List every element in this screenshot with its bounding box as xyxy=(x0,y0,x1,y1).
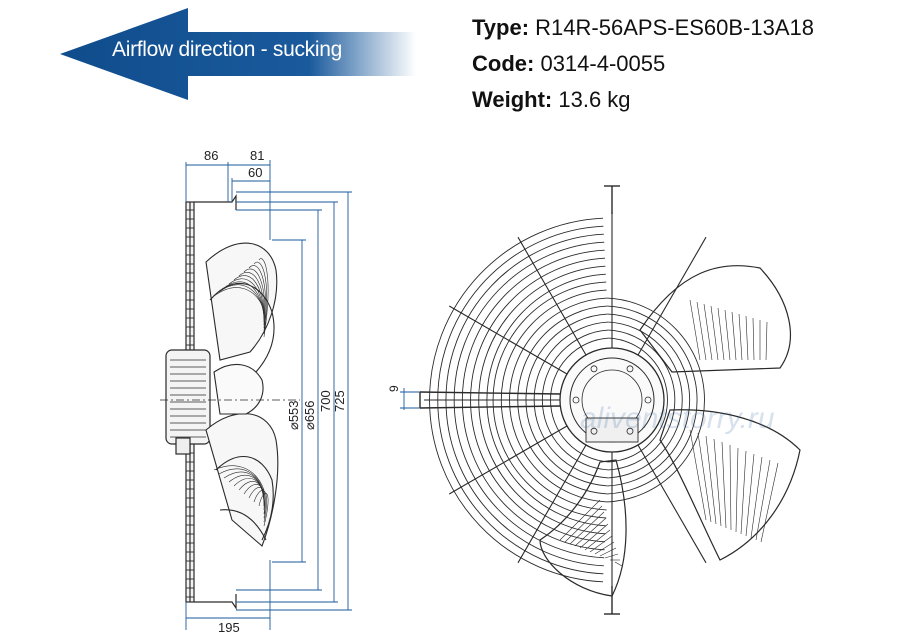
side-view xyxy=(160,194,300,610)
side-motor xyxy=(165,349,211,455)
dim-656: ⌀656 xyxy=(302,400,317,430)
front-view xyxy=(419,185,801,615)
side-dimensions xyxy=(185,160,352,630)
dim-195: 195 xyxy=(218,620,240,635)
blade-hatch xyxy=(213,258,269,527)
dim-86: 86 xyxy=(204,148,218,163)
dim-60: 60 xyxy=(248,165,262,180)
code-value: 0314-4-0055 xyxy=(540,51,666,76)
front-dimension-9 xyxy=(400,388,420,410)
front-blade-hatch xyxy=(559,299,779,567)
front-guard-spokes xyxy=(424,212,707,588)
weight-value: 13.6 kg xyxy=(558,87,631,112)
type-row: Type: R14R-56APS-ES60B-13A18 xyxy=(472,10,814,46)
watermark: aliventstorry.ru xyxy=(580,402,775,435)
arrow-shape xyxy=(60,8,416,100)
weight-key: Weight: xyxy=(472,87,553,112)
side-blades xyxy=(205,242,279,547)
spec-block: Type: R14R-56APS-ES60B-13A18 Code: 0314-… xyxy=(472,10,814,118)
hub-bolts xyxy=(572,365,652,435)
dim-553: ⌀553 xyxy=(286,400,301,430)
dim-9: 9 xyxy=(387,385,401,392)
front-mount-feet xyxy=(419,185,620,615)
dim-725: 725 xyxy=(332,390,347,412)
weight-row: Weight: 13.6 kg xyxy=(472,82,814,118)
code-row: Code: 0314-4-0055 xyxy=(472,46,814,82)
dim-81: 81 xyxy=(250,148,264,163)
code-key: Code: xyxy=(472,51,535,76)
side-dimension-labels: 86 81 60 195 ⌀553 ⌀656 700 725 xyxy=(204,148,347,635)
type-key: Type: xyxy=(472,15,530,40)
airflow-label: Airflow direction - sucking xyxy=(112,38,342,61)
type-value: R14R-56APS-ES60B-13A18 xyxy=(535,15,814,40)
front-hub xyxy=(559,347,665,453)
dim-700: 700 xyxy=(318,390,333,412)
motor-fins xyxy=(170,359,206,438)
airflow-direction-arrow: Airflow direction - sucking xyxy=(60,8,416,100)
